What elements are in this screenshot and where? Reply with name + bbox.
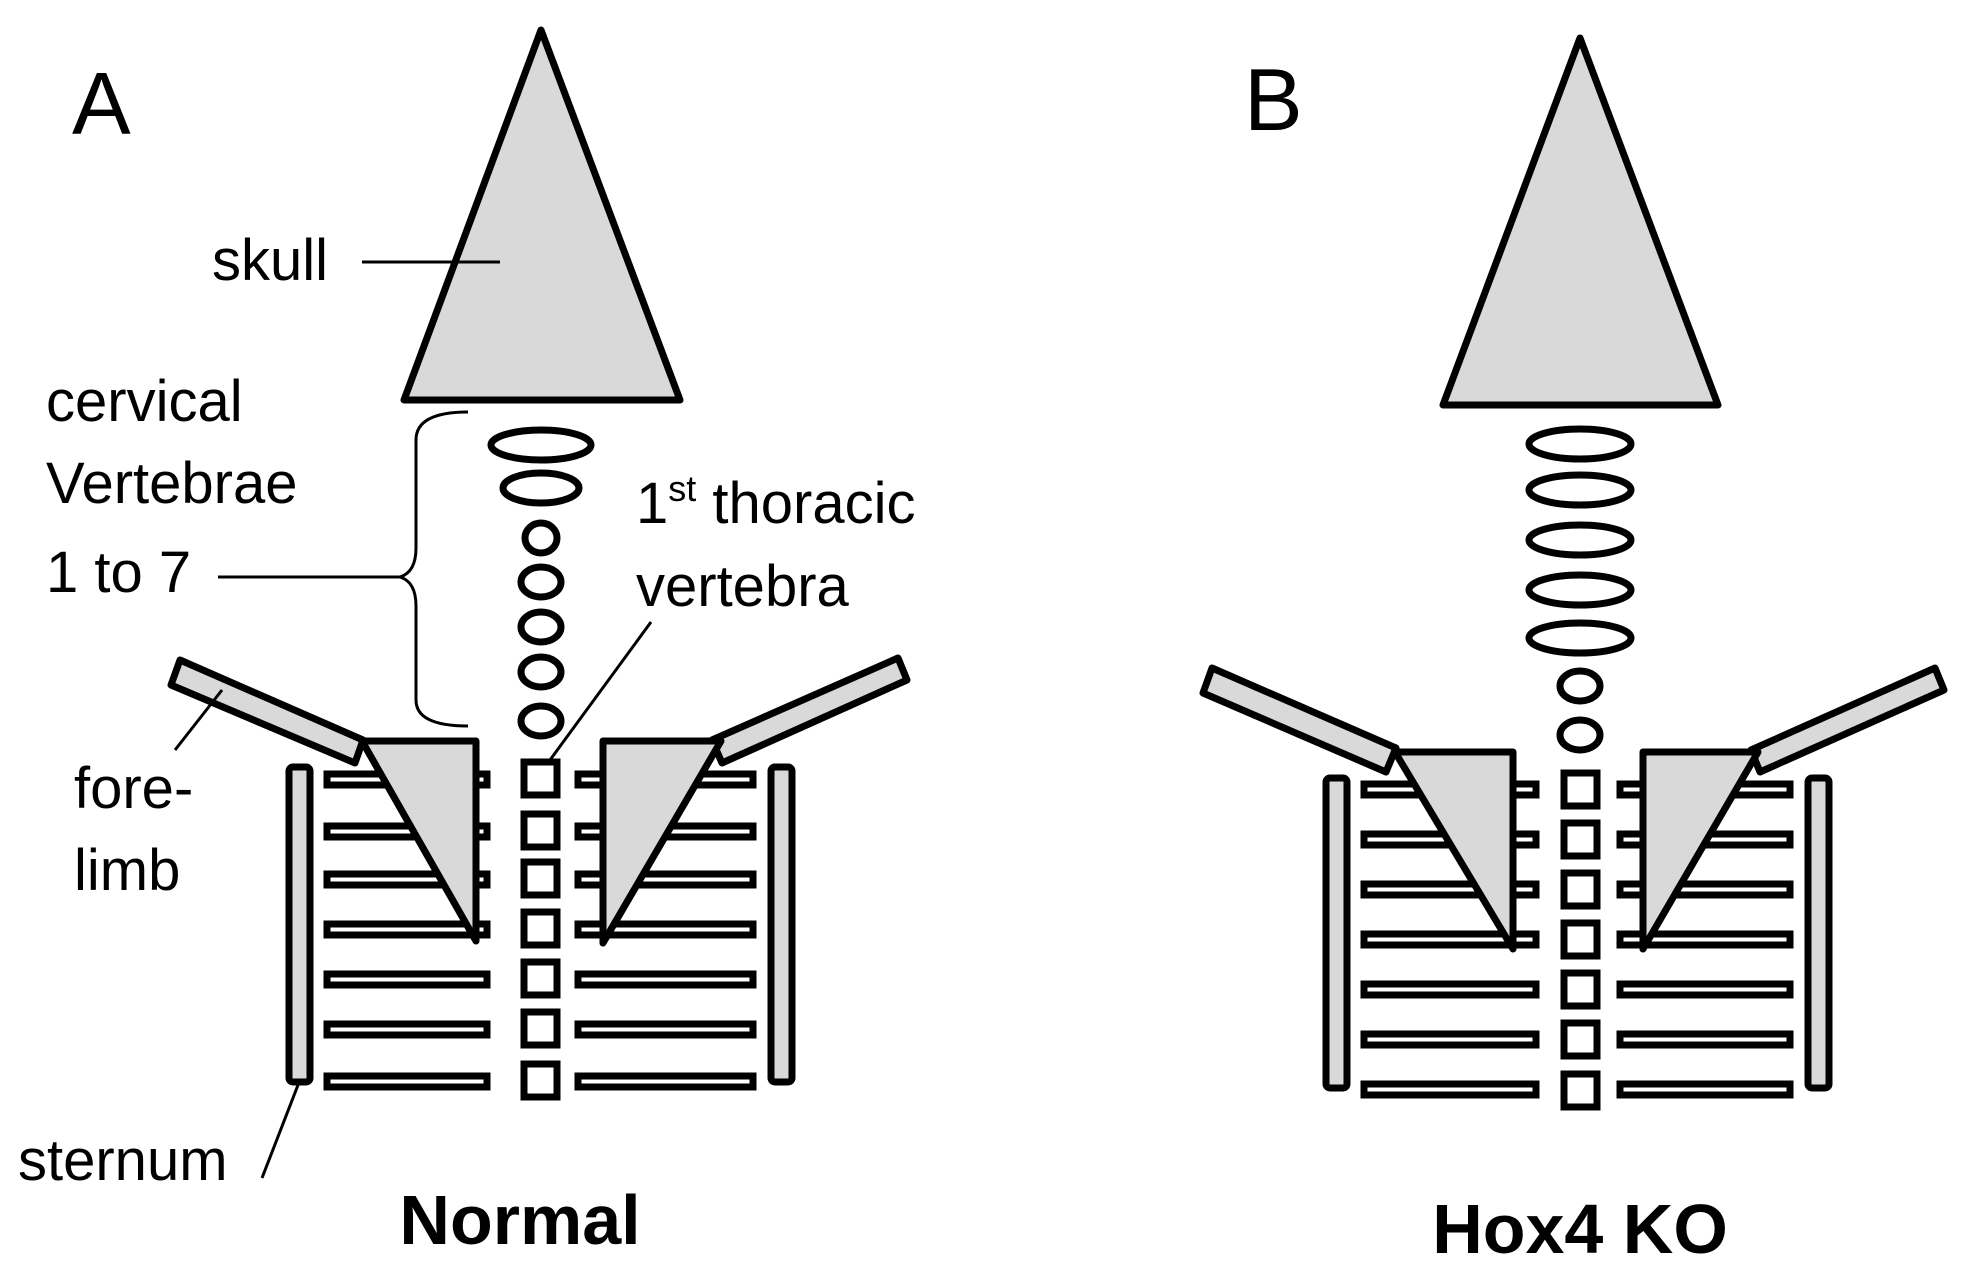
panel-b-scapula-right: [1639, 748, 1762, 953]
cervical-vertebra: [517, 608, 565, 646]
cervical-vertebra: [499, 469, 583, 507]
panel-b: B: [1199, 34, 1948, 1268]
cervical-vertebra: [1556, 667, 1604, 705]
panel-b-thoracic-vertebrae: [1560, 769, 1601, 1111]
cervical-vertebra: [487, 426, 595, 464]
sternum-label: sternum: [18, 1128, 228, 1193]
thoracic-vertebra: [520, 1008, 561, 1049]
panel-a-thoracic-vertebrae: [520, 758, 561, 1101]
rib-right: [574, 870, 757, 889]
thoracic-vertebra: [520, 908, 561, 949]
panel-b-scapula-left: [1391, 748, 1517, 953]
panel-b-sternum-left: [1322, 774, 1351, 1092]
panel-b-caption: Hox4 KO: [1432, 1190, 1728, 1268]
panel-a-forelimb-right: [708, 654, 911, 767]
cervical-label-line3: 1 to 7: [46, 540, 191, 605]
panel-a-skull: [400, 26, 684, 404]
thoracic-label-line2: vertebra: [636, 554, 850, 619]
cervical-vertebra: [521, 519, 561, 557]
forelimb-label-line1: fore-: [74, 756, 193, 821]
thoracic-vertebra: [520, 810, 561, 851]
panel-a-letter: A: [72, 54, 131, 153]
cervical-label-line2: Vertebrae: [46, 451, 298, 516]
panel-a-cervical-vertebrae: [487, 426, 595, 740]
panel-a-sternum-right: [767, 763, 796, 1086]
thoracic-vertebra: [1560, 969, 1601, 1010]
panel-a-scapula-right: [599, 737, 725, 947]
rib-right: [574, 970, 757, 989]
thoracic-vertebra: [1560, 1019, 1601, 1060]
panel-a-forelimb-left: [167, 656, 367, 767]
rib-left: [1360, 930, 1540, 949]
panel-a-scapula-left: [358, 737, 480, 945]
thoracic-label-superscript: st: [668, 468, 696, 509]
rib-left: [1360, 1030, 1540, 1049]
thoracic-label-number: 1: [636, 471, 668, 536]
rib-left: [323, 870, 491, 889]
rib-left: [323, 970, 491, 989]
cervical-vertebra: [517, 563, 565, 601]
rib-left: [1360, 1080, 1540, 1099]
sternum-leader-line: [260, 1084, 300, 1179]
thoracic-vertebra: [520, 958, 561, 999]
forelimb-leader-line: [173, 689, 224, 751]
panel-a-sternum-left: [285, 763, 314, 1086]
thoracic-vertebra: [1560, 1070, 1601, 1111]
cervical-vertebra: [1525, 471, 1635, 509]
thoracic-vertebra: [1560, 769, 1601, 810]
rib-left: [1360, 980, 1540, 999]
cervical-vertebra: [1525, 425, 1635, 463]
panel-b-cervical-vertebrae: [1525, 425, 1635, 754]
cervical-vertebra: [1525, 619, 1635, 657]
panel-b-skull: [1439, 34, 1722, 409]
thoracic-vertebra: [520, 858, 561, 899]
rib-right: [1616, 880, 1794, 899]
thoracic-vertebra: [520, 1060, 561, 1101]
panel-a-caption: Normal: [399, 1181, 640, 1259]
cervical-vertebra: [517, 653, 565, 691]
rib-left: [323, 920, 491, 939]
panel-b-forelimb-left: [1199, 664, 1400, 776]
thoracic-label-rest: thoracic: [696, 471, 915, 536]
thoracic-vertebra: [1560, 819, 1601, 860]
forelimb-label-line2: limb: [74, 838, 180, 903]
panel-b-sternum-right: [1804, 774, 1833, 1092]
thoracic-vertebra: [1560, 919, 1601, 960]
rib-right: [1616, 930, 1794, 949]
cervical-vertebra: [1525, 571, 1635, 609]
rib-left: [323, 1072, 491, 1091]
rib-right: [574, 920, 757, 939]
panel-b-forelimb-right: [1747, 664, 1948, 776]
thoracic-leader-line: [548, 621, 653, 761]
panel-b-letter: B: [1244, 50, 1303, 149]
cervical-vertebra: [1556, 716, 1604, 754]
cervical-vertebra: [517, 702, 565, 740]
skull-label: skull: [212, 228, 328, 293]
thoracic-vertebra: [520, 758, 561, 799]
thoracic-label-line1: 1st thoracic: [636, 468, 915, 536]
rib-left: [323, 1020, 491, 1039]
cervical-label-line1: cervical: [46, 369, 243, 434]
panel-a: A skull cervical Vertebrae 1 to 7: [18, 26, 915, 1259]
cervical-bracket: [394, 410, 469, 728]
rib-left: [1360, 880, 1540, 899]
rib-right: [574, 1020, 757, 1039]
rib-right: [1616, 980, 1794, 999]
thoracic-vertebra: [1560, 869, 1601, 910]
cervical-vertebra: [1525, 521, 1635, 559]
rib-right: [574, 1072, 757, 1091]
rib-right: [1616, 1080, 1794, 1099]
rib-right: [1616, 1030, 1794, 1049]
